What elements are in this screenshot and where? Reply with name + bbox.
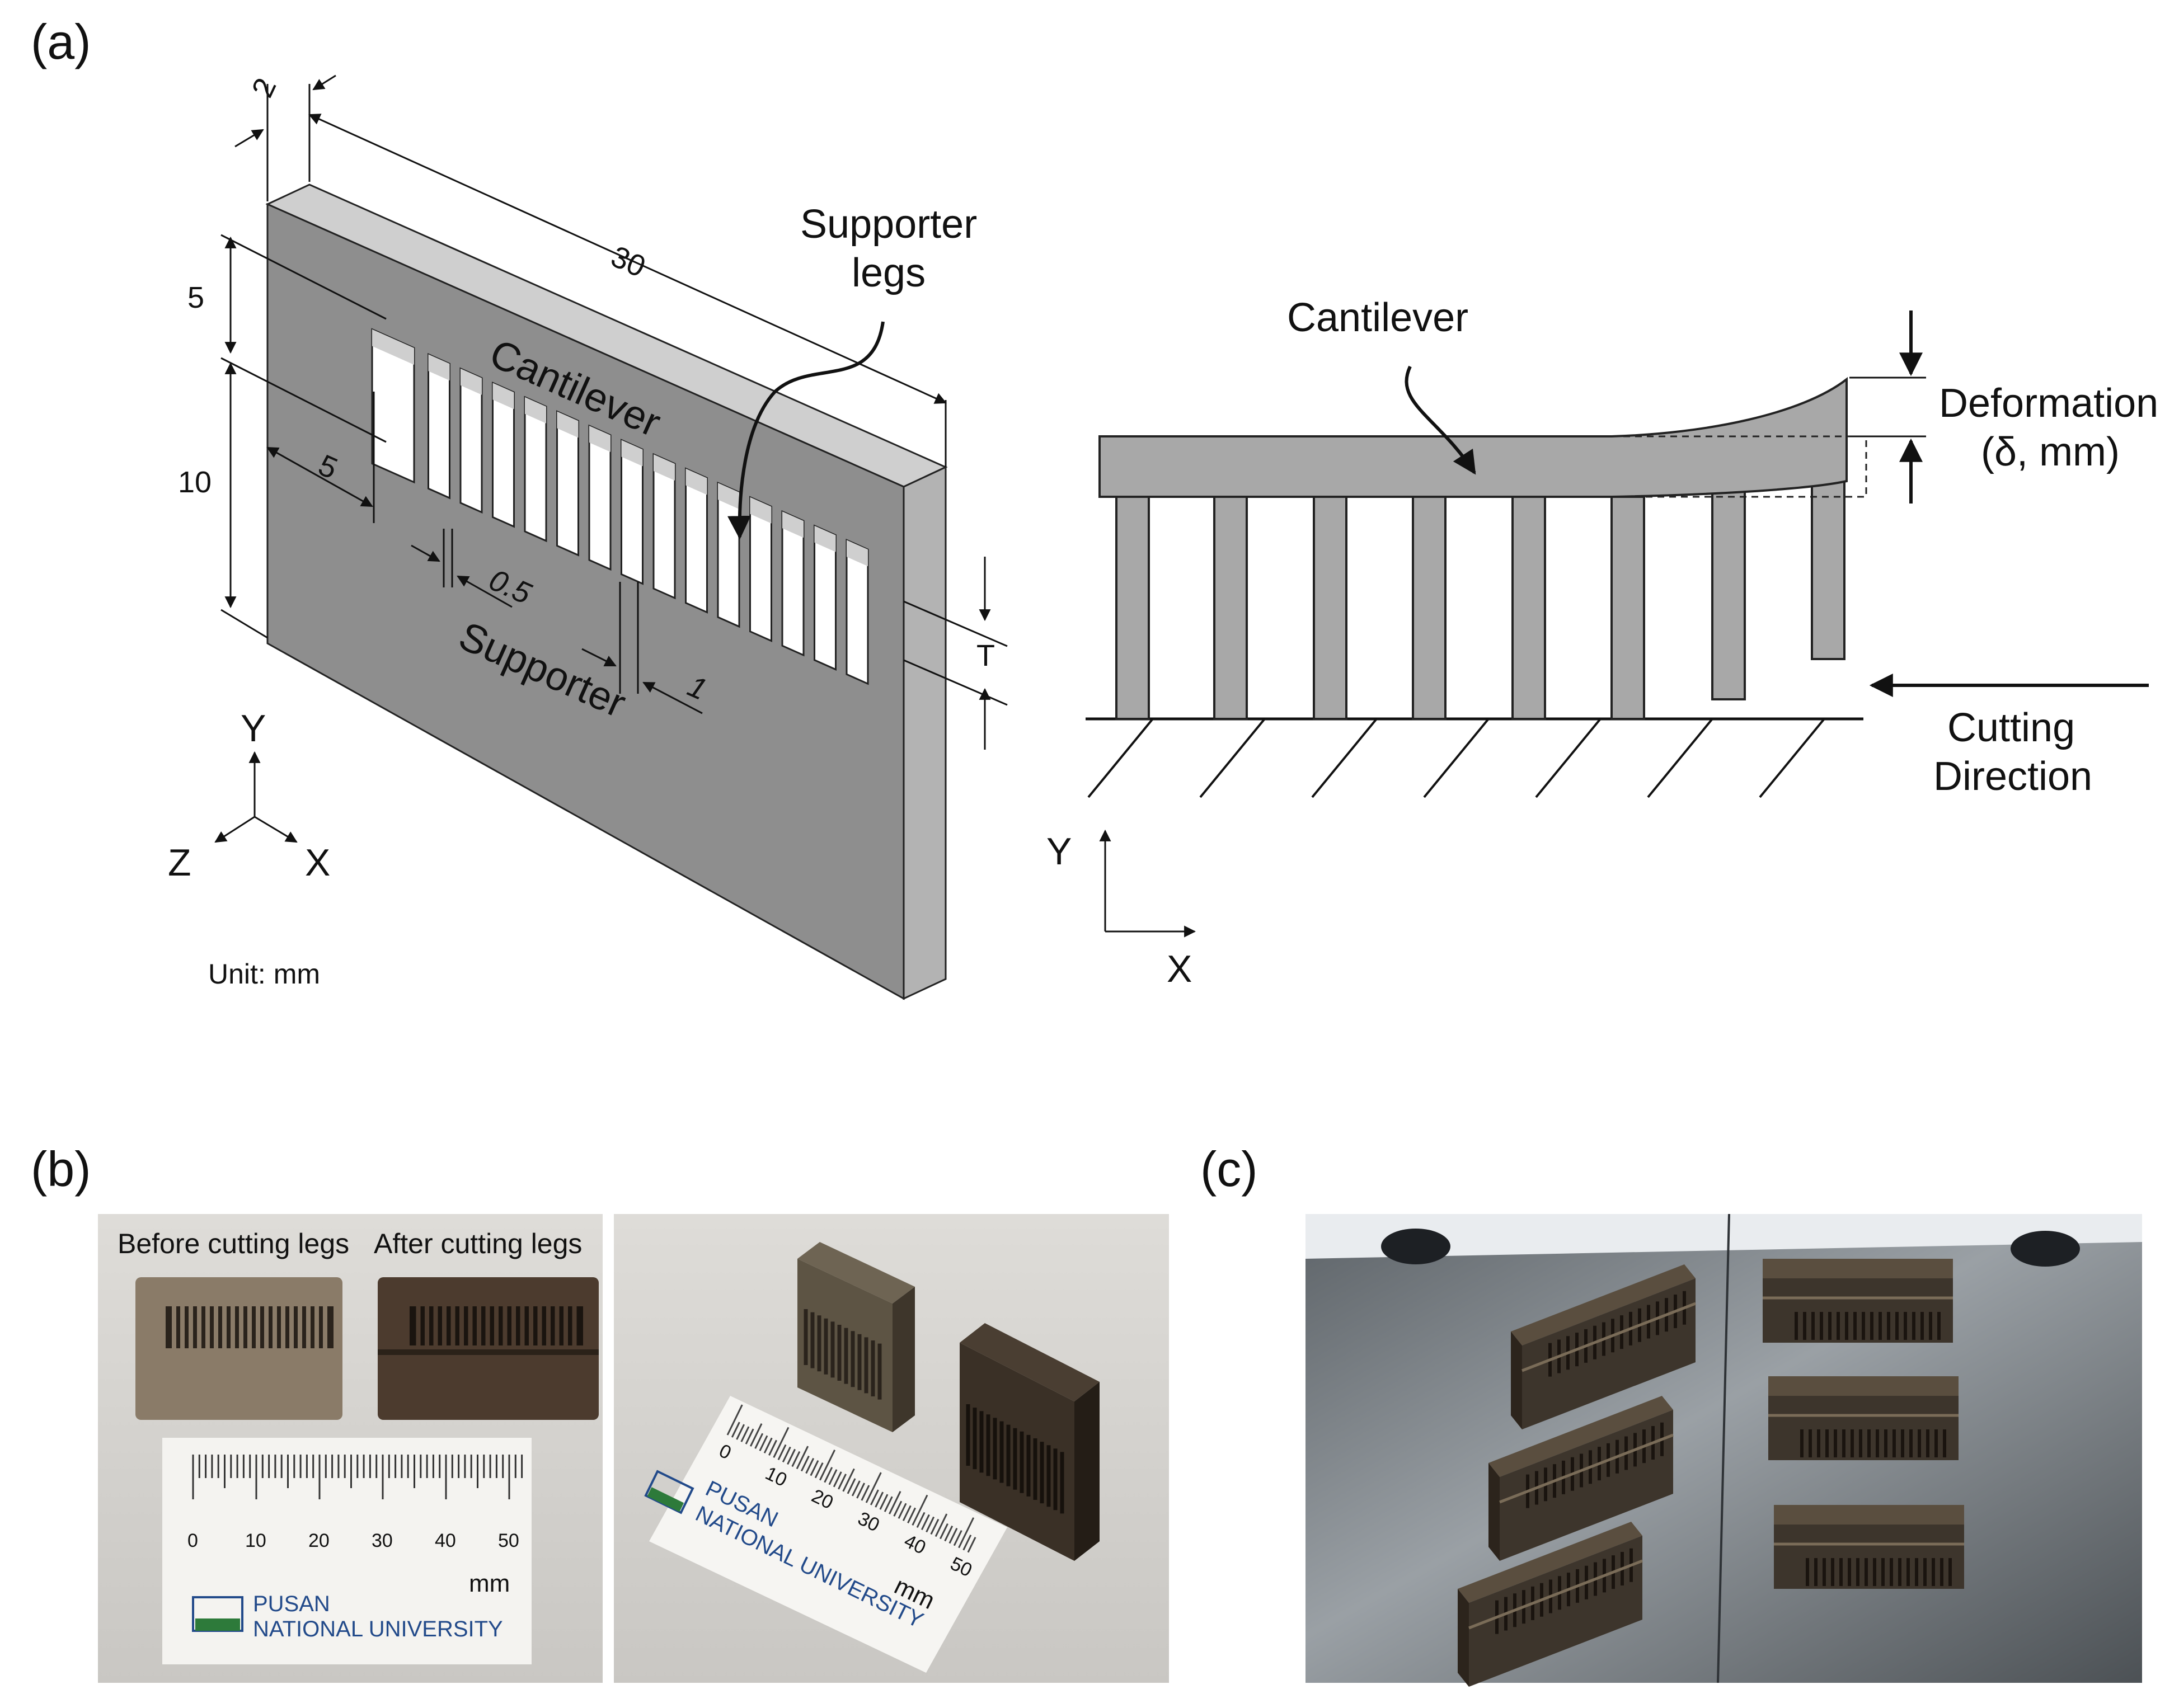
dim-supporter-height: 10: [178, 465, 212, 499]
ruler-unit: mm: [469, 1570, 510, 1597]
slot-cutout: [685, 467, 708, 614]
iso-axis-y: Y: [241, 707, 266, 750]
iso-dimensions: [220, 74, 1008, 750]
pnu-logo-icon: [192, 1596, 243, 1632]
specimen-part: [1511, 1264, 1696, 1429]
supporter-leg-2d: [1511, 496, 1546, 720]
specimen-part: [1458, 1522, 1643, 1687]
supporter-leg-2d: [1811, 459, 1845, 660]
dim-length: 30: [606, 239, 650, 284]
specimen-part: [1763, 1259, 1953, 1343]
slot-array: [371, 328, 869, 685]
slot-cutout: [781, 510, 805, 657]
panel-b-label: (b): [31, 1141, 91, 1197]
supporter-legs-arrow: [727, 321, 885, 540]
slot-cutout: [749, 496, 772, 642]
caption-before: Before cutting legs: [118, 1228, 349, 1259]
iso-axis-z: Z: [168, 841, 191, 884]
supporter-leg-2d: [1213, 496, 1248, 720]
side-axis-y: Y: [1046, 830, 1072, 873]
supporter-leg-2d: [1115, 496, 1150, 720]
sample-before: [135, 1277, 342, 1420]
photo-b-left: Before cutting legs After cutting legs 0…: [98, 1214, 603, 1683]
panel-a-label: (a): [31, 14, 91, 69]
ruler-tick-label: 20: [308, 1530, 330, 1551]
supporter-leg-2d: [1711, 480, 1746, 700]
sample-angled-1: [797, 1242, 915, 1432]
panel-c-label: (c): [1200, 1141, 1258, 1197]
undeformed-outline: [1612, 435, 1867, 498]
slot-cutout: [814, 524, 837, 671]
deformation-label-1: Deformation: [1939, 381, 2158, 426]
unit-label: Unit: mm: [208, 958, 320, 990]
supporter-legs-callout-1: Supporter: [800, 202, 977, 247]
dim-thickness: 2: [245, 73, 283, 102]
dim-T: T: [976, 639, 995, 672]
slot-cutout: [588, 424, 612, 571]
supporter-legs-callout-2: legs: [852, 251, 926, 295]
ruler-card-angled: [649, 1396, 1007, 1673]
specimen-part: [1768, 1376, 1959, 1460]
iso-axes: [214, 751, 298, 843]
ruler-tick-label: 0: [187, 1530, 198, 1551]
specimen-part: [1774, 1505, 1964, 1589]
ruler-tick-label: 50: [498, 1530, 519, 1551]
side-view: [1086, 310, 2149, 938]
sample-angled-2: [960, 1323, 1100, 1561]
cutting-label-2: Direction: [1933, 754, 2092, 799]
pnu-logo-icon-angled: [644, 1470, 694, 1514]
logo-line2: NATIONAL UNIVERSITY: [253, 1617, 503, 1641]
side-cantilever-label: Cantilever: [1287, 295, 1468, 340]
supporter-leg-2d: [1313, 496, 1347, 720]
slot-cutout: [846, 539, 869, 685]
slot-cutout: [621, 439, 644, 585]
ruler-tick-label: 10: [245, 1530, 266, 1551]
ruler-tick-label: 30: [372, 1530, 393, 1551]
slot-cutout: [652, 453, 676, 600]
iso-block: [265, 183, 948, 1000]
iso-axis-x: X: [305, 841, 330, 884]
block-side-face: [903, 465, 947, 1000]
dim-cantilever-height: 5: [187, 281, 204, 314]
cantilever-bar: [1098, 377, 1848, 498]
side-axis-x: X: [1167, 948, 1192, 990]
supporter-leg-2d: [1412, 496, 1447, 720]
ruler-tick-label: 40: [435, 1530, 456, 1551]
supporter-leg-2d: [1610, 496, 1645, 720]
caption-after: After cutting legs: [374, 1228, 582, 1259]
specimen-part: [1488, 1396, 1674, 1561]
deformation-label-2: (δ, mm): [1981, 430, 2120, 474]
cutting-label-1: Cutting: [1947, 705, 2075, 750]
logo-line1: PUSAN: [253, 1592, 330, 1616]
sample-after: [378, 1277, 599, 1420]
photo-c: [1305, 1213, 2142, 1687]
